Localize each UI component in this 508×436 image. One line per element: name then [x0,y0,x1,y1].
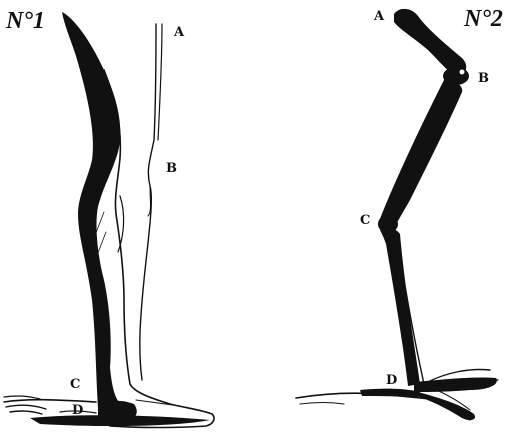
figure-1-tibia-line [140,24,156,380]
figure-2-toes [414,370,498,421]
figure-1-label-b: B [166,161,177,176]
figure-2-bird-leg: N°2 A B C D [296,6,503,420]
figure-2-tarsus [380,228,420,386]
figure-2-label-a: A [373,9,385,24]
figure-1-calf-shadow [62,12,122,408]
figure-2-label-c: C [360,213,370,228]
figure-1-label-d: D [72,403,83,418]
figure-2-number: N°2 [463,6,503,32]
figure-2-label-d: D [386,373,397,388]
figure-1-number: N°1 [5,8,45,34]
figure-2-femur [394,9,466,76]
figure-1-label-c: C [70,377,80,392]
figure-1-human-leg: N°1 A [4,8,214,428]
figure-2-label-b: B [478,71,489,86]
figure-1-label-a: A [173,25,185,40]
figure-2-tibia [378,76,462,232]
figure-2-labels: A B C D [360,9,489,388]
